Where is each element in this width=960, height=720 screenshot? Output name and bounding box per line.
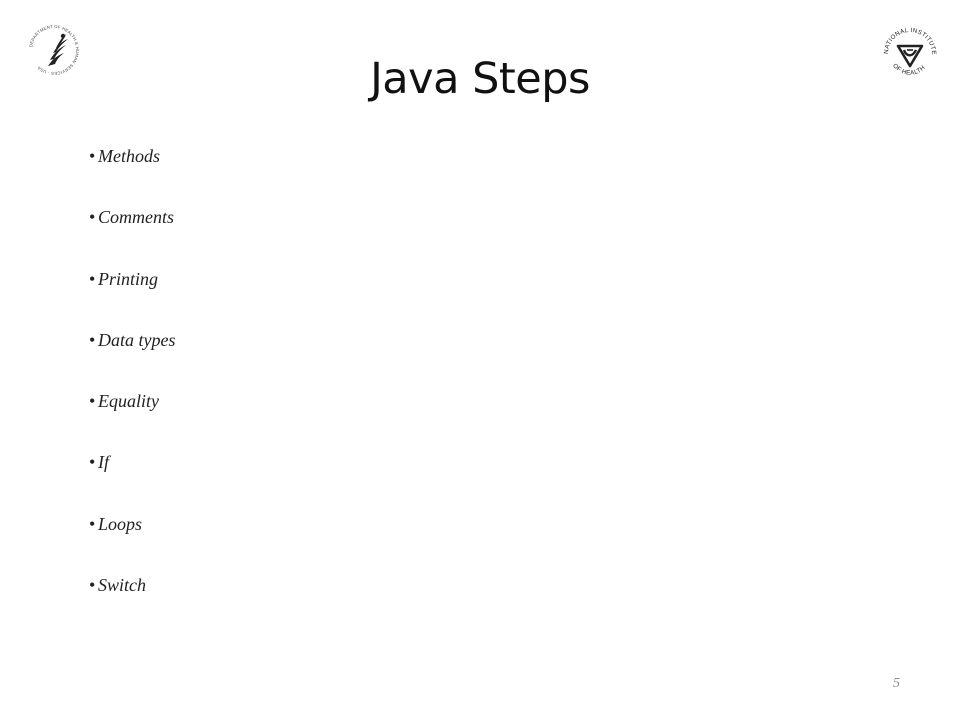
bullet-label: Comments	[98, 207, 174, 228]
bullet-glyph: •	[89, 329, 96, 350]
bullet-item-loops: •Loops	[89, 511, 175, 572]
bullet-item-equality: •Equality	[89, 388, 175, 449]
bullet-label: Data types	[98, 329, 176, 350]
bullet-label: Printing	[98, 268, 159, 289]
bullet-glyph: •	[89, 513, 96, 534]
slide-title: Java Steps	[370, 54, 590, 104]
bullet-label: Loops	[98, 513, 143, 534]
bullet-list: •Methods •Comments •Printing •Data types…	[89, 143, 175, 633]
bullet-item-printing: •Printing	[89, 266, 175, 327]
bullet-label: Switch	[98, 575, 146, 596]
page-number: 5	[893, 676, 900, 691]
bullet-item-if: •If	[89, 449, 175, 510]
bullet-glyph: •	[89, 146, 96, 166]
bullet-item-comments: •Comments	[89, 204, 175, 265]
bullet-label: Methods	[98, 146, 160, 166]
bullet-glyph: •	[89, 391, 96, 412]
bullet-label: Equality	[98, 391, 159, 412]
bullet-item-data-types: •Data types	[89, 327, 175, 388]
bullet-item-switch: •Switch	[89, 572, 175, 633]
bullet-glyph: •	[89, 575, 96, 596]
bullet-glyph: •	[89, 268, 96, 289]
bullet-glyph: •	[89, 452, 96, 473]
bullet-item-methods: •Methods	[89, 143, 175, 204]
bullet-glyph: •	[89, 207, 96, 228]
bullet-label: If	[98, 452, 109, 473]
nih-logo-icon: NATIONAL INSTITUTES OF HEALTH	[878, 20, 937, 77]
hhs-eagle-seal-icon: DEPARTMENT OF HEALTH & HUMAN SERVICES · …	[28, 24, 80, 76]
